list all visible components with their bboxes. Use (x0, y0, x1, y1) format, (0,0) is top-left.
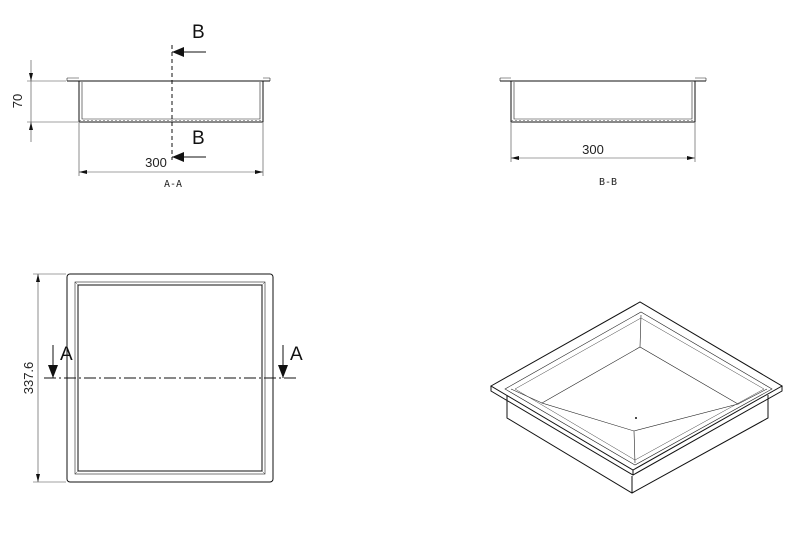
section-a-a-title: A-A (164, 179, 182, 190)
section-b-b-outline (500, 80, 706, 123)
cut-label-a-right: A (290, 344, 303, 365)
section-b-b-inner-wall (513, 82, 693, 120)
plan-corner-lines (74, 281, 266, 475)
depth-dim-arrow-top (36, 274, 40, 282)
width-dimension-text: 300 (145, 155, 167, 170)
cut-arrow-a-right-head (278, 365, 288, 378)
cut-label-b-bottom: B (192, 128, 205, 149)
height-dimension-lines (27, 60, 78, 142)
section-a-a-flange (66, 77, 271, 81)
width-dimension-lines-bb (510, 123, 696, 162)
width-dim-arrow-left-bb (511, 156, 519, 160)
iso-drain-point (635, 417, 637, 419)
section-a-a-view: 70 300 A-A B B (10, 22, 271, 190)
cut-label-a-left: A (60, 344, 73, 365)
width-dim-arrow-right (255, 170, 263, 174)
isometric-view (490, 301, 783, 494)
iso-flange-inner (504, 311, 773, 466)
width-dim-arrow-left (79, 170, 87, 174)
iso-floor (541, 346, 739, 432)
depth-dim-arrow-bottom (36, 474, 40, 482)
depth-dimension-lines (33, 273, 66, 483)
iso-flange-outer (490, 301, 783, 471)
iso-outer-walls (506, 395, 769, 494)
width-dimension-text-bb: 300 (582, 142, 604, 157)
section-b-b-flange (499, 77, 707, 81)
plan-view: 337.6 A A (21, 273, 303, 483)
iso-inner-rim (514, 317, 765, 461)
cut-label-b-top: B (192, 22, 205, 43)
height-dimension-text: 70 (10, 94, 25, 108)
section-b-b-view: 300 B-B (499, 77, 707, 188)
height-dim-arrow-bottom (29, 122, 33, 130)
section-a-a-outline (67, 80, 270, 123)
iso-flange-thickness (490, 386, 783, 476)
width-dimension-lines (78, 123, 264, 176)
width-dim-arrow-right-bb (687, 156, 695, 160)
plan-inner-opening (77, 284, 263, 472)
cut-arrow-b-top-head (172, 47, 184, 57)
section-b-b-title: B-B (599, 177, 617, 188)
iso-inner-walls (510, 314, 768, 464)
section-a-a-inner-wall (81, 82, 261, 120)
cut-arrow-a-left-head (48, 365, 58, 378)
depth-dimension-text: 337.6 (21, 362, 36, 395)
cut-arrow-b-bottom-head (172, 152, 184, 162)
height-dim-arrow-top (29, 73, 33, 81)
